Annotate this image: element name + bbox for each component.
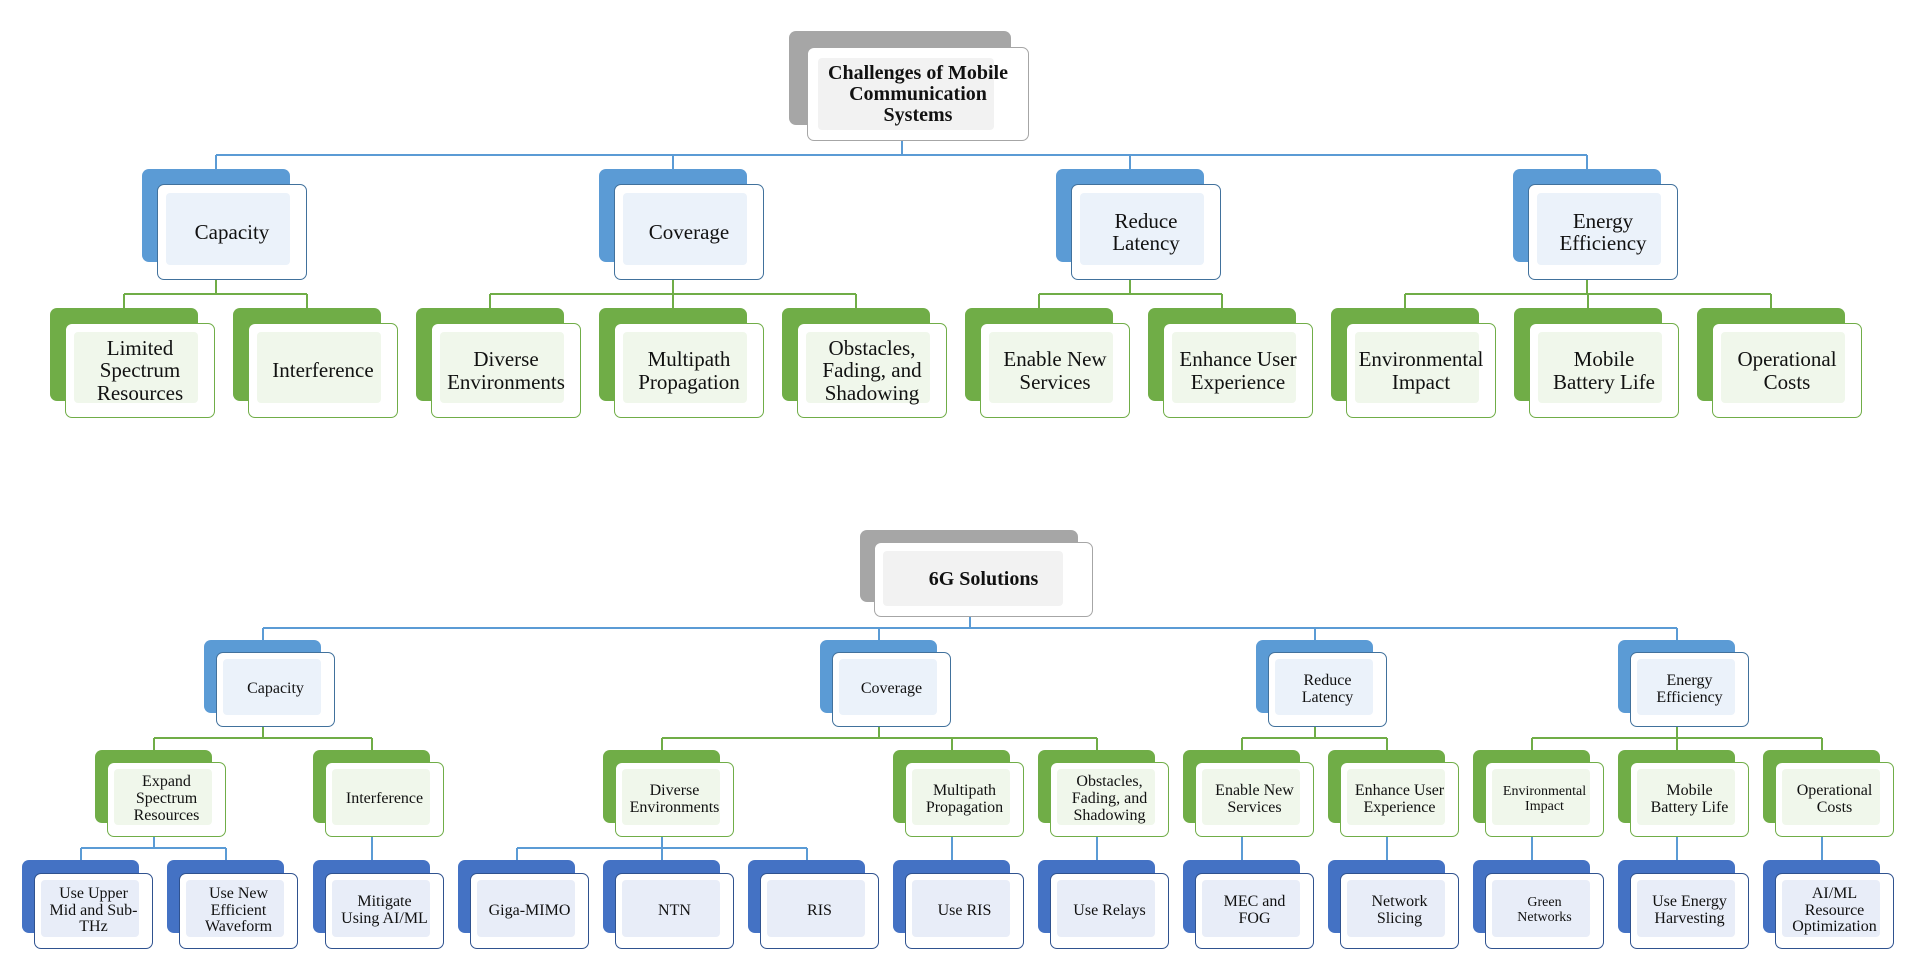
solution-node: NTN <box>603 860 734 949</box>
solution-label: Green Networks <box>1517 895 1572 925</box>
bottom-category-label: Reduce Latency <box>1301 671 1354 706</box>
top-challenge-node: Enhance User Experience <box>1148 308 1313 418</box>
bottom-challenge-label: Enable New Services <box>1215 781 1294 816</box>
challenge-label: Interference <box>272 358 374 383</box>
bottom-challenge-node: Interference <box>313 750 444 837</box>
solution-label: AI/ML Resource Optimization <box>1792 884 1877 936</box>
bottom-challenge-label: Multipath Propagation <box>925 781 1004 816</box>
solution-node: Network Slicing <box>1328 860 1459 949</box>
bottom-challenge-label: Obstacles, Fading, and Shadowing <box>1071 773 1148 824</box>
solution-label: Use Upper Mid and Sub- THz <box>49 884 138 936</box>
top-challenge-node: Environmental Impact <box>1331 308 1496 418</box>
top-challenge-node: Limited Spectrum Resources <box>50 308 215 418</box>
bottom-category-reduce-latency: Reduce Latency <box>1256 640 1387 727</box>
top-challenge-node: Multipath Propagation <box>599 308 764 418</box>
bottom-challenge-label: Operational Costs <box>1796 781 1873 816</box>
bottom-challenge-label: Mobile Battery Life <box>1650 781 1729 816</box>
bottom-challenge-label: Interference <box>345 790 424 808</box>
top-challenge-node: Mobile Battery Life <box>1514 308 1679 418</box>
top-category-energy-efficiency: Energy Efficiency <box>1513 169 1678 280</box>
bottom-challenge-node: Operational Costs <box>1763 750 1894 837</box>
challenge-label: Diverse Environments <box>447 347 565 394</box>
top-category-coverage: Coverage <box>599 169 764 280</box>
bottom-challenge-node: Expand Spectrum Resources <box>95 750 226 837</box>
solution-node: RIS <box>748 860 879 949</box>
top-category-label: Coverage <box>648 219 730 244</box>
solution-label: MEC and FOG <box>1223 893 1286 927</box>
challenge-label: Operational Costs <box>1737 347 1837 394</box>
bottom-challenge-label: Diverse Environments <box>629 781 720 816</box>
top-category-label: Energy Efficiency <box>1559 208 1647 255</box>
solution-label: NTN <box>658 901 691 919</box>
bottom-challenge-label: Environmental Impact <box>1502 783 1587 814</box>
bottom-challenge-node: Mobile Battery Life <box>1618 750 1749 837</box>
solution-node: AI/ML Resource Optimization <box>1763 860 1894 949</box>
top-challenge-node: Enable New Services <box>965 308 1130 418</box>
challenge-label: Enable New Services <box>1003 347 1107 394</box>
solution-node: Use Energy Harvesting <box>1618 860 1749 949</box>
bottom-category-capacity: Capacity <box>204 640 335 727</box>
solution-label: Use New Efficient Waveform <box>204 884 273 936</box>
bottom-challenge-node: Environmental Impact <box>1473 750 1604 837</box>
top-challenge-node: Operational Costs <box>1697 308 1862 418</box>
solution-node: Use RIS <box>893 860 1024 949</box>
challenge-label: Limited Spectrum Resources <box>96 336 184 405</box>
challenge-label: Obstacles, Fading, and Shadowing <box>822 336 922 405</box>
top-root-label: Challenges of Mobile Communication Syste… <box>828 61 1008 126</box>
challenge-label: Multipath Propagation <box>638 347 740 394</box>
challenge-label: Environmental Impact <box>1358 347 1484 394</box>
bottom-root-label: 6G Solutions <box>928 568 1039 590</box>
bottom-challenge-node: Obstacles, Fading, and Shadowing <box>1038 750 1169 837</box>
solution-node: Green Networks <box>1473 860 1604 949</box>
solution-label: RIS <box>807 901 832 919</box>
challenge-label: Enhance User Experience <box>1179 347 1297 394</box>
bottom-challenge-node: Multipath Propagation <box>893 750 1024 837</box>
bottom-challenge-node: Enhance User Experience <box>1328 750 1459 837</box>
top-category-label: Capacity <box>194 219 270 244</box>
solution-label: Use RIS <box>937 901 992 919</box>
bottom-category-energy-efficiency: Energy Efficiency <box>1618 640 1749 727</box>
solution-label: Use Relays <box>1073 901 1146 919</box>
bottom-challenge-node: Diverse Environments <box>603 750 734 837</box>
solution-node: MEC and FOG <box>1183 860 1314 949</box>
solution-node: Mitigate Using AI/ML <box>313 860 444 949</box>
solution-node: Use Upper Mid and Sub- THz <box>22 860 153 949</box>
solution-node: Giga-MIMO <box>458 860 589 949</box>
top-root-node: Challenges of Mobile Communication Syste… <box>789 31 1029 141</box>
challenge-label: Mobile Battery Life <box>1552 347 1656 394</box>
top-challenge-node: Obstacles, Fading, and Shadowing <box>782 308 947 418</box>
top-challenge-node: Diverse Environments <box>416 308 581 418</box>
top-category-label: Reduce Latency <box>1112 208 1180 255</box>
bottom-category-label: Capacity <box>247 680 304 698</box>
bottom-challenge-label: Expand Spectrum Resources <box>133 773 200 824</box>
solution-label: Mitigate Using AI/ML <box>341 893 428 927</box>
solution-node: Use New Efficient Waveform <box>167 860 298 949</box>
solution-label: Network Slicing <box>1371 893 1428 927</box>
bottom-category-label: Coverage <box>860 680 923 698</box>
bottom-root-node: 6G Solutions <box>860 530 1093 617</box>
top-category-capacity: Capacity <box>142 169 307 280</box>
solution-label: Use Energy Harvesting <box>1652 893 1727 927</box>
top-challenge-node: Interference <box>233 308 398 418</box>
solution-label: Giga-MIMO <box>488 901 571 919</box>
solution-node: Use Relays <box>1038 860 1169 949</box>
bottom-challenge-label: Enhance User Experience <box>1354 781 1445 816</box>
bottom-challenge-node: Enable New Services <box>1183 750 1314 837</box>
bottom-category-coverage: Coverage <box>820 640 951 727</box>
top-category-reduce-latency: Reduce Latency <box>1056 169 1221 280</box>
bottom-category-label: Energy Efficiency <box>1656 671 1723 706</box>
